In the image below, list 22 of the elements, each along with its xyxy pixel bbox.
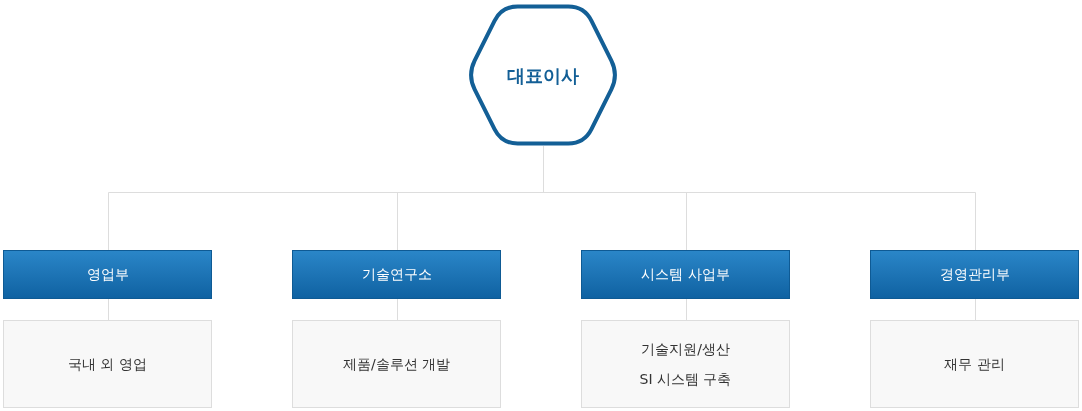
department-label: 경영관리부	[939, 265, 1010, 284]
connector-line	[397, 298, 398, 321]
task-label: 재무 관리	[944, 354, 1005, 374]
task-label: SI 시스템 구축	[639, 369, 732, 389]
connector-line	[686, 298, 687, 321]
task-label: 기술지원/생산	[641, 339, 730, 359]
task-label: 제품/솔루션 개발	[342, 354, 451, 374]
department-label: 시스템 사업부	[641, 265, 730, 284]
department-box	[870, 250, 1079, 299]
connector-line	[975, 298, 976, 321]
task-box	[292, 320, 501, 408]
department-box	[292, 250, 501, 299]
node-label: 대표이사	[507, 63, 579, 88]
department-box	[581, 250, 790, 299]
connector-line	[108, 298, 109, 321]
department-label: 기술연구소	[361, 265, 432, 284]
task-box	[3, 320, 212, 408]
department-box	[3, 250, 212, 299]
task-box	[870, 320, 1079, 408]
task-label: 국내 외 영업	[68, 354, 147, 374]
task-box	[581, 320, 790, 408]
department-label: 영업부	[86, 265, 129, 284]
